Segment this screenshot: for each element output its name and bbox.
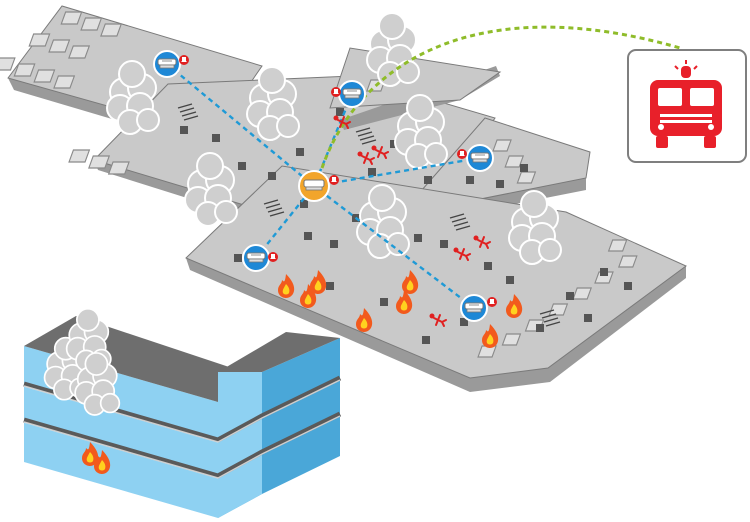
building-right-face [218,372,262,518]
alarm-bell-icon [329,175,339,185]
link-detector-2 [255,185,315,259]
main-detector [298,170,339,202]
floor-right-upper-wing [398,117,591,216]
building-3d [23,307,342,518]
smoke-detector-icon [338,80,366,108]
staircase-4 [449,213,471,231]
alarm-bell-icon [331,87,341,97]
floor-dividers [23,375,342,479]
staircase-5 [539,309,561,327]
staircases [177,103,561,327]
building-right-roof [218,332,340,372]
alarm-bell-icon [487,297,497,307]
smoke-detector-icon [460,294,488,322]
alert-link-to-fire-department [320,25,681,169]
staircase-2 [355,127,377,145]
staircase-3 [263,199,285,217]
smoke-detector-icon [466,144,494,172]
alarm-bell-icon [457,149,467,159]
link-detector-1 [166,63,315,187]
building-right-side [262,338,340,494]
windows [0,11,638,358]
alarm-bell-icon [179,55,189,65]
fire-truck-icon [650,60,722,148]
link-detector-4 [313,156,481,188]
staircase-1 [177,103,199,121]
floor-bottom-wing [185,165,687,379]
alarm-bell-icon [268,252,278,262]
siren-icon [674,60,698,78]
smoke-detector-icon [242,244,270,272]
link-detector-5 [313,185,475,309]
detectors [153,50,497,322]
fire-department [627,49,747,163]
smoke-detector-icon [153,50,181,78]
